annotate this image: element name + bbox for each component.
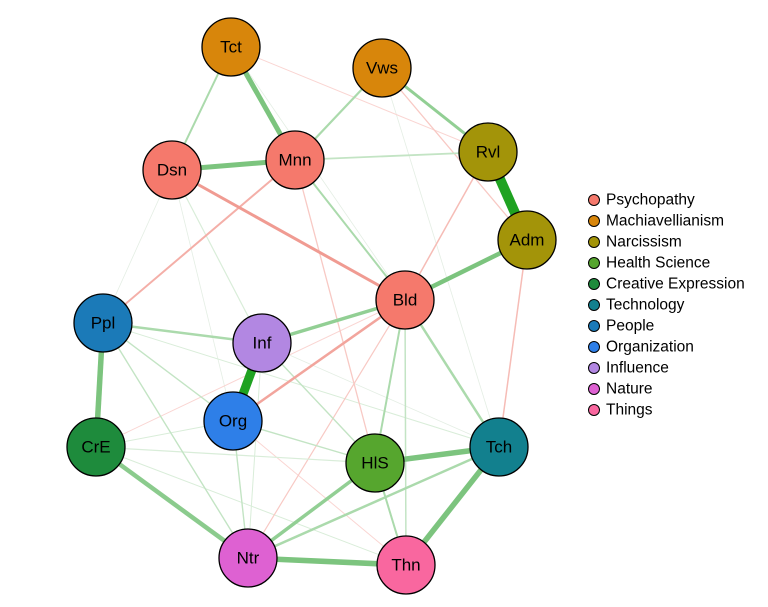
legend-label-influence: Influence bbox=[606, 360, 669, 377]
legend-dot-people bbox=[588, 320, 600, 332]
node-Ppl bbox=[73, 293, 133, 353]
node-Adm bbox=[497, 210, 557, 270]
edge-Adm-Tch bbox=[498, 239, 528, 448]
node-Tct bbox=[201, 17, 261, 77]
legend-dot-health-science bbox=[588, 257, 600, 269]
node-HlS bbox=[345, 433, 405, 493]
node-Tch bbox=[469, 417, 529, 477]
node-Rvl bbox=[458, 122, 518, 182]
legend-label-narcissism: Narcissism bbox=[606, 234, 682, 251]
edge-CrE-Thn bbox=[95, 446, 407, 566]
legend-dot-influence bbox=[588, 362, 600, 374]
edge-Inf-Ntr bbox=[247, 342, 263, 559]
node-Org bbox=[203, 391, 263, 451]
legend-label-things: Things bbox=[606, 402, 653, 419]
legend-label-psychopathy: Psychopathy bbox=[606, 192, 695, 209]
edge-CrE-HlS bbox=[95, 446, 376, 464]
edges-layer bbox=[93, 45, 532, 568]
legend-label-organization: Organization bbox=[606, 339, 694, 356]
edge-Bld-Thn bbox=[404, 299, 407, 566]
edge-Tch-Ntr bbox=[247, 445, 500, 560]
legend-dot-creative-expression bbox=[588, 278, 600, 290]
node-Thn bbox=[376, 535, 436, 595]
legend-label-people: People bbox=[606, 318, 654, 335]
legend-label-creative-expression: Creative Expression bbox=[606, 276, 745, 293]
edge-Bld-Ntr bbox=[247, 299, 406, 559]
legend-dot-machiavellianism bbox=[588, 215, 600, 227]
edge-Mnn-Rvl bbox=[294, 151, 489, 161]
legend-dot-narcissism bbox=[588, 236, 600, 248]
edge-Tct-Rvl bbox=[230, 46, 489, 153]
node-Inf bbox=[232, 313, 292, 373]
legend-dot-psychopathy bbox=[588, 194, 600, 206]
legend-dot-organization bbox=[588, 341, 600, 353]
node-Vws bbox=[352, 38, 412, 98]
edge-Inf-Tch bbox=[261, 342, 500, 448]
legend-dot-things bbox=[588, 404, 600, 416]
edge-CrE-Ntr bbox=[94, 445, 250, 560]
legend-dot-technology bbox=[588, 299, 600, 311]
legend-dot-nature bbox=[588, 383, 600, 395]
edge-Vws-Tch bbox=[381, 67, 500, 448]
node-Ntr bbox=[218, 528, 278, 588]
edge-Ppl-Ntr bbox=[102, 322, 249, 559]
legend-label-health-science: Health Science bbox=[606, 255, 710, 272]
edge-Mnn-Bld bbox=[294, 159, 406, 301]
node-Bld bbox=[375, 270, 435, 330]
legend: PsychopathyMachiavellianismNarcissismHea… bbox=[588, 192, 745, 419]
edge-Mnn-HlS bbox=[294, 159, 376, 464]
edge-Dsn-Inf bbox=[171, 169, 263, 344]
node-CrE bbox=[66, 417, 126, 477]
legend-label-machiavellianism: Machiavellianism bbox=[606, 213, 724, 230]
edge-Org-Thn bbox=[232, 420, 407, 566]
legend-label-technology: Technology bbox=[606, 297, 685, 314]
legend-label-nature: Nature bbox=[606, 381, 653, 398]
edge-Dsn-Org bbox=[171, 169, 234, 422]
edge-Mnn-Ppl bbox=[102, 159, 296, 324]
edge-Dsn-Bld bbox=[171, 168, 406, 302]
edge-Bld-Org bbox=[232, 298, 406, 423]
node-Mnn bbox=[265, 130, 325, 190]
node-Dsn bbox=[142, 140, 202, 200]
